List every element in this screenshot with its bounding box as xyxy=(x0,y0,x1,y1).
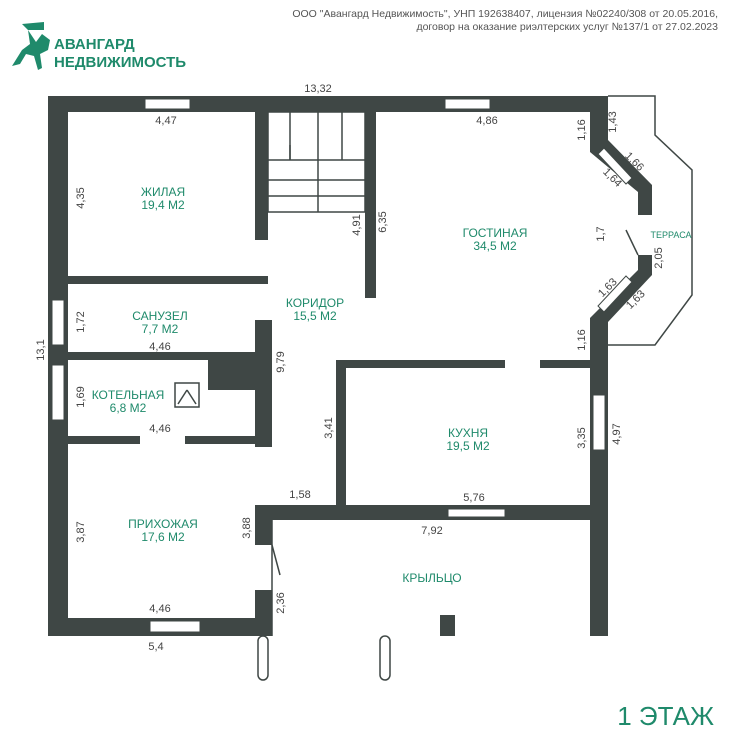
room-name: ПРИХОЖАЯ xyxy=(128,517,198,531)
room-area: 19,4 М2 xyxy=(141,198,185,212)
room-area: 7,7 М2 xyxy=(142,322,179,336)
room-area: 6,8 М2 xyxy=(110,401,147,415)
dimension: 2,05 xyxy=(653,247,665,268)
room-area: 19,5 М2 xyxy=(446,439,490,453)
room-name: КУХНЯ xyxy=(448,426,488,440)
dimension: 4,86 xyxy=(476,115,497,127)
room-area: 17,6 М2 xyxy=(141,530,185,544)
brand-line-1: АВАНГАРД xyxy=(54,36,135,53)
room-name: ГОСТИНАЯ xyxy=(463,226,528,240)
dimension: 4,46 xyxy=(149,341,170,353)
dimension: 13,1 xyxy=(35,339,47,360)
dimension: 4,91 xyxy=(351,214,363,235)
company-info-line: ООО "Авангард Недвижимость", УНП 1926384… xyxy=(292,8,718,20)
dimension: 3,35 xyxy=(576,427,588,448)
dimension: 4,97 xyxy=(611,423,623,444)
dimension: 1,58 xyxy=(289,489,310,501)
company-info: ООО "Авангард Недвижимость", УНП 1926384… xyxy=(292,8,718,34)
dimension: 1,16 xyxy=(576,119,588,140)
dimension: 4,35 xyxy=(75,187,87,208)
room-name: КОТЕЛЬНАЯ xyxy=(92,388,165,402)
dimension: 6,35 xyxy=(377,211,389,232)
dimension: 4,46 xyxy=(149,603,170,615)
windows xyxy=(51,98,633,633)
room-labels: ЖИЛАЯ 19,4 М2 САНУЗЕЛ 7,7 М2 КОТЕЛЬНАЯ 6… xyxy=(92,185,692,585)
outlines xyxy=(174,95,693,681)
dimension: 3,87 xyxy=(75,521,87,542)
dimension-labels: 13,32 4,47 4,86 4,35 4,91 6,35 1,16 1,43… xyxy=(35,83,665,653)
floor-label: 1 ЭТАЖ xyxy=(617,701,714,731)
room-name: ЖИЛАЯ xyxy=(141,185,185,199)
dimension: 1,72 xyxy=(75,311,87,332)
contract-info-line: договор на оказание риэлтерских услуг №1… xyxy=(416,21,718,33)
dimension: 4,47 xyxy=(155,115,176,127)
dimension: 5,76 xyxy=(463,492,484,504)
room-name: ТЕРРАСА xyxy=(650,230,691,240)
brand-name: АВАНГАРД НЕДВИЖИМОСТЬ xyxy=(54,36,186,72)
dimension: 9,79 xyxy=(275,351,287,372)
knight-logo-icon xyxy=(12,22,50,70)
dimension: 1,16 xyxy=(576,329,588,350)
dimension: 5,4 xyxy=(148,641,163,653)
dimension: 1,7 xyxy=(595,226,607,241)
walls xyxy=(48,96,652,636)
room-area: 15,5 М2 xyxy=(293,309,337,323)
dimension: 1,43 xyxy=(607,111,619,132)
dimension: 1,69 xyxy=(75,386,87,407)
brand-line-2: НЕДВИЖИМОСТЬ xyxy=(54,54,187,71)
room-name: КРЫЛЬЦО xyxy=(402,571,461,585)
dimension: 2,36 xyxy=(275,592,287,613)
dimension: 3,88 xyxy=(241,517,253,538)
room-name: КОРИДОР xyxy=(286,296,344,310)
dimension: 4,46 xyxy=(149,423,170,435)
room-name: САНУЗЕЛ xyxy=(132,309,188,323)
dimension: 3,41 xyxy=(323,417,335,438)
room-area: 34,5 М2 xyxy=(473,239,517,253)
dimension: 7,92 xyxy=(421,525,442,537)
dimension: 13,32 xyxy=(304,83,332,95)
